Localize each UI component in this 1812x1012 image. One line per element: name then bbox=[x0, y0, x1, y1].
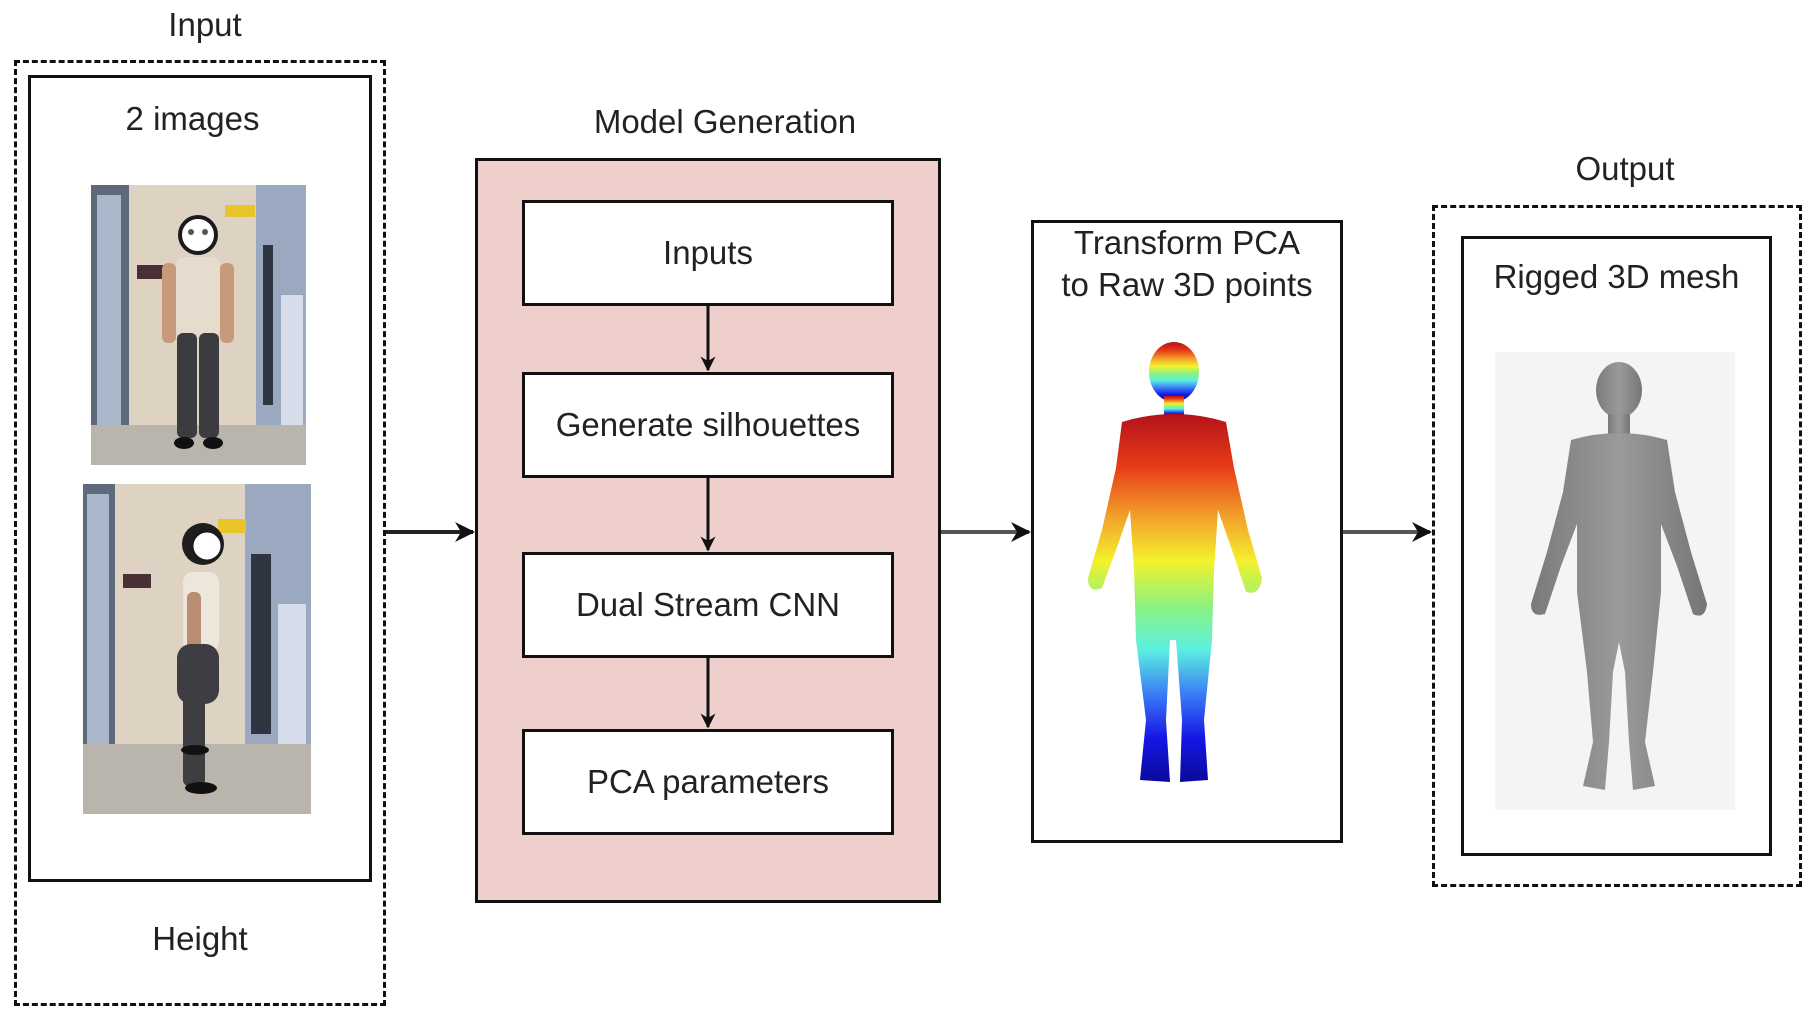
mesh-body bbox=[1531, 362, 1707, 790]
input-title: Input bbox=[168, 6, 242, 43]
step-label: PCA parameters bbox=[586, 763, 830, 800]
point-cloud-human bbox=[1088, 342, 1262, 782]
point-cloud-body bbox=[1088, 342, 1262, 782]
model-generation-title: Model Generation bbox=[593, 103, 857, 140]
input-group bbox=[14, 60, 386, 1006]
images-label: 2 images bbox=[125, 100, 260, 137]
wall-sign bbox=[218, 519, 246, 533]
step-inputs: Inputs bbox=[522, 200, 894, 306]
output-group bbox=[1432, 205, 1802, 887]
mesh-label: Rigged 3D mesh bbox=[1493, 258, 1740, 295]
step-dual-stream-cnn: Dual Stream CNN bbox=[522, 552, 894, 658]
transform-label-line1: Transform PCA bbox=[1073, 224, 1301, 261]
face-mask-icon bbox=[178, 215, 218, 255]
front-view-photo bbox=[91, 185, 306, 465]
step-label: Inputs bbox=[663, 234, 753, 271]
step-label: Dual Stream CNN bbox=[575, 586, 841, 623]
output-title: Output bbox=[1575, 150, 1675, 187]
side-view-photo bbox=[83, 484, 311, 814]
face-mask-icon bbox=[190, 529, 224, 563]
step-generate-silhouettes: Generate silhouettes bbox=[522, 372, 894, 478]
step-pca-parameters: PCA parameters bbox=[522, 729, 894, 835]
wall-sign bbox=[225, 205, 255, 217]
height-label: Height bbox=[152, 920, 248, 957]
rigged-3d-mesh bbox=[1495, 352, 1735, 810]
transform-label-line2: to Raw 3D points bbox=[1061, 266, 1313, 303]
step-label: Generate silhouettes bbox=[555, 406, 861, 443]
